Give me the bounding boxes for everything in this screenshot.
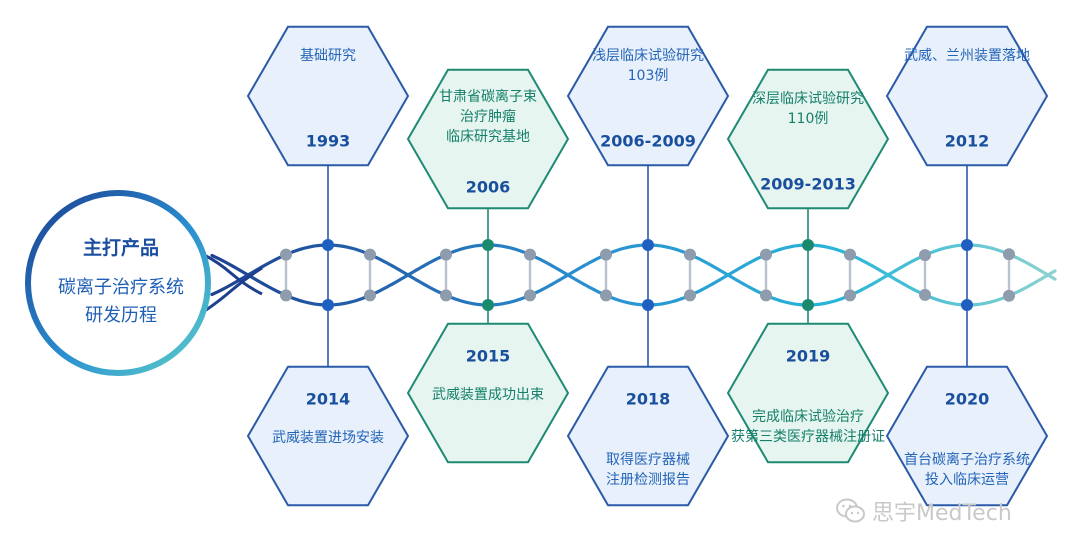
milestone-text-line: 武威装置进场安装 xyxy=(272,430,384,446)
helix-node xyxy=(1003,248,1015,261)
helix-node xyxy=(919,249,931,262)
ring-link-b xyxy=(205,266,263,312)
ring-link-a xyxy=(205,254,263,296)
milestone-node xyxy=(482,299,494,311)
milestone-text-line: 110例 xyxy=(788,111,829,127)
milestone-top-3: 深层临床试验研究 110例 2009-2013 xyxy=(726,68,890,210)
helix-node xyxy=(524,289,536,302)
milestone-node xyxy=(961,298,973,311)
hexagon-shape xyxy=(246,365,410,507)
milestone-top-4: 武威、兰州装置落地 2012 xyxy=(885,25,1049,167)
milestone-node xyxy=(961,239,973,252)
milestone-node xyxy=(642,299,654,311)
milestone-year: 2006-2009 xyxy=(600,132,696,151)
milestone-text-line: 武威装置成功出束 xyxy=(432,387,544,403)
helix-node xyxy=(440,248,452,261)
milestone-connectors xyxy=(327,165,968,367)
milestone-node xyxy=(322,299,334,311)
dna-helix xyxy=(205,243,1057,312)
milestone-text-line: 投入临床运营 xyxy=(925,472,1009,488)
hexagon-shape xyxy=(885,25,1049,167)
center-subtitle-line-2: 研发历程 xyxy=(85,305,157,326)
helix-node xyxy=(440,289,452,302)
milestone-year: 2009-2013 xyxy=(760,175,856,194)
milestone-node xyxy=(802,239,814,251)
helix-node xyxy=(684,248,696,261)
helix-node xyxy=(844,289,856,302)
helix-strand-a xyxy=(210,243,1057,307)
hexagon-shape xyxy=(406,68,570,210)
milestone-text-line: 临床研究基地 xyxy=(446,128,530,145)
milestone-top-2: 浅层临床试验研究 103例 2006-2009 xyxy=(566,25,730,167)
milestone-text-line: 治疗肿瘤 xyxy=(460,108,516,125)
center-ring xyxy=(25,190,211,376)
milestone-bottom-0: 武威装置进场安装 2014 xyxy=(246,365,410,507)
helix-node xyxy=(280,289,292,302)
center-title: 主打产品 xyxy=(83,236,159,259)
milestone-year: 2020 xyxy=(945,390,990,409)
hexagon-shape xyxy=(566,25,730,167)
center-subtitle-line-1: 碳离子治疗系统 xyxy=(58,277,184,298)
milestone-text-line: 基础研究 xyxy=(300,47,356,64)
helix-node xyxy=(280,248,292,261)
milestone-text-line: 首台碳离子治疗系统 xyxy=(904,451,1030,468)
milestone-year: 2019 xyxy=(786,347,831,366)
milestone-node xyxy=(642,239,654,251)
helix-node xyxy=(600,248,612,261)
helix-node xyxy=(684,289,696,302)
milestone-text-line: 甘肃省碳离子束 xyxy=(439,88,537,105)
helix-node xyxy=(364,289,376,302)
milestone-text-line: 深层临床试验研究 xyxy=(752,91,864,107)
hexagon-shape xyxy=(566,365,730,507)
helix-strand-b xyxy=(210,243,1057,307)
watermark-text: 思宇MedTech xyxy=(872,501,1012,526)
center-badge: 主打产品 碳离子治疗系统 研发历程 xyxy=(25,190,211,376)
milestone-year: 2015 xyxy=(466,347,511,366)
watermark: 思宇MedTech xyxy=(836,496,1012,526)
milestone-node xyxy=(322,239,334,251)
hexagon-shape xyxy=(726,322,890,464)
milestone-node xyxy=(482,239,494,251)
helix-node xyxy=(760,248,772,261)
milestone-text-line: 武威、兰州装置落地 xyxy=(904,48,1030,64)
milestone-top-0: 基础研究 1993 xyxy=(246,25,410,167)
milestone-node xyxy=(802,299,814,311)
hexagon-shape xyxy=(406,322,570,464)
milestone-text-line: 获第三类医疗器械注册证 xyxy=(731,428,885,445)
milestone-text-line: 注册检测报告 xyxy=(606,472,690,488)
helix-nodes xyxy=(280,239,1015,311)
milestone-text-line: 完成临床试验治疗 xyxy=(752,409,864,425)
milestone-year: 2014 xyxy=(306,390,351,409)
hexagon-shape xyxy=(726,68,890,210)
milestone-text-line: 浅层临床试验研究 xyxy=(592,48,704,64)
helix-node xyxy=(364,248,376,261)
helix-node xyxy=(919,288,931,301)
wechat-icon xyxy=(836,498,865,523)
milestone-year: 2018 xyxy=(626,390,671,409)
milestone-text-line: 103例 xyxy=(628,68,669,84)
helix-node xyxy=(524,248,536,261)
helix-node xyxy=(760,289,772,302)
helix-node xyxy=(600,289,612,302)
hexagon-shape xyxy=(885,365,1049,507)
milestone-bottom-1: 武威装置成功出束 2015 xyxy=(406,322,570,464)
milestone-year: 2006 xyxy=(466,178,511,197)
helix-node xyxy=(1003,289,1015,302)
hexagon-shape xyxy=(246,25,410,167)
milestone-year: 2012 xyxy=(945,132,990,151)
helix-node xyxy=(844,248,856,261)
milestone-year: 1993 xyxy=(306,132,351,151)
milestone-text-line: 取得医疗器械 xyxy=(606,451,690,468)
